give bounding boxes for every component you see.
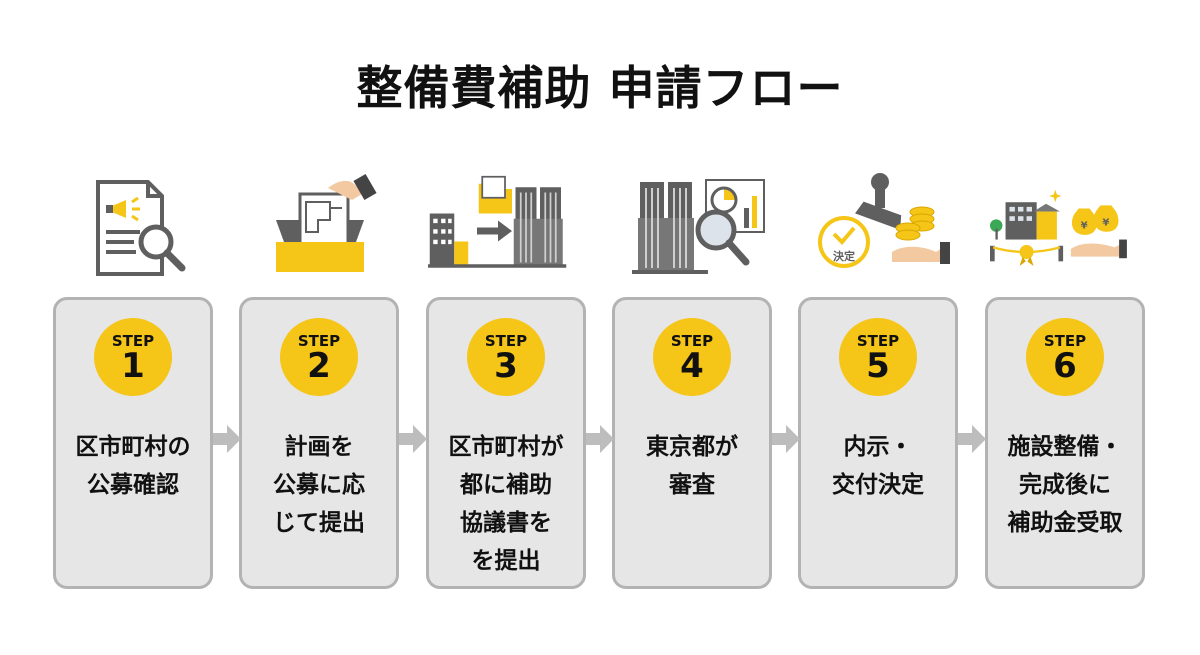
step-description: 区市町村の 公募確認 [75, 434, 191, 498]
flow-arrow-icon [399, 425, 427, 453]
hand-dropping-plan-in-box-icon [276, 173, 377, 272]
step-badge: STEP 1 [94, 318, 172, 396]
page-title: 整備費補助 申請フロー [356, 61, 844, 115]
facility-ribbon-money-bags-icon: ¥ ¥ [990, 189, 1127, 266]
step-card-5: STEP 5 内示・ 交付決定 [798, 297, 958, 589]
money-bag-yen-right: ¥ [1102, 218, 1109, 229]
step-label: STEP [297, 332, 341, 350]
flow-arrow-icon [213, 425, 241, 453]
step-number: 3 [494, 346, 518, 386]
step-card-1: STEP 1 区市町村の 公募確認 [53, 297, 213, 589]
step-label: STEP [856, 332, 900, 350]
step-description: 内示・ 交付決定 [832, 434, 924, 498]
step-label: STEP [670, 332, 714, 350]
step-badge: STEP 6 [1026, 318, 1104, 396]
step-badge: STEP 3 [467, 318, 545, 396]
step-card-6: STEP 6 施設整備・ 完成後に 補助金受取 [985, 297, 1145, 589]
step-number: 2 [307, 346, 331, 386]
step-badge: STEP 5 [839, 318, 917, 396]
step-label: STEP [1043, 332, 1087, 350]
flow-arrow-icon [586, 425, 614, 453]
flow-arrow-icon [958, 425, 986, 453]
step-number: 5 [866, 346, 890, 386]
step-number: 4 [680, 346, 704, 386]
step-description: 東京都が 審査 [646, 434, 738, 498]
document-megaphone-magnifier-icon [96, 180, 186, 276]
step-description: 区市町村が 都に補助 協議書を を提出 [448, 434, 564, 574]
step-badge: STEP 4 [653, 318, 731, 396]
step-description: 施設整備・ 完成後に 補助金受取 [1007, 434, 1123, 536]
step-label: STEP [484, 332, 528, 350]
step-badge: STEP 2 [280, 318, 358, 396]
step-label: STEP [111, 332, 155, 350]
stamp-text: 決定 [833, 249, 855, 263]
building-folder-to-government-icon [428, 175, 567, 268]
money-bag-yen-left: ¥ [1081, 221, 1088, 232]
step-number: 1 [121, 346, 145, 386]
step-card-3: STEP 3 区市町村が 都に補助 協議書を を提出 [426, 297, 586, 589]
step-card-4: STEP 4 東京都が 審査 [612, 297, 772, 589]
step-number: 6 [1053, 346, 1077, 386]
step-card-2: STEP 2 計画を 公募に応 じて提出 [239, 297, 399, 589]
government-building-chart-magnifier-icon [632, 179, 765, 274]
step-description: 計画を 公募に応 じて提出 [273, 434, 365, 536]
flow-arrow-icon [772, 425, 800, 453]
approval-stamp-coins-icon: 決定 [818, 173, 950, 268]
